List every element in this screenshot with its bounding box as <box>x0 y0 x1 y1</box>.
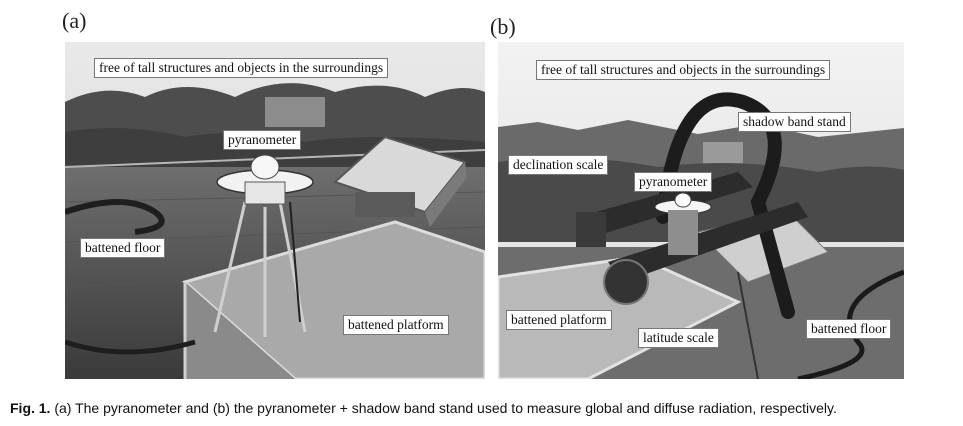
label-b-latitude-scale: latitude scale <box>638 328 719 348</box>
label-b-surroundings: free of tall structures and objects in t… <box>536 60 831 80</box>
label-b-battened-floor: battened floor <box>806 319 892 339</box>
label-b-shadow-band-stand: shadow band stand <box>738 112 851 132</box>
label-a-pyranometer: pyranometer <box>223 130 302 150</box>
panel-b-letter: (b) <box>490 14 516 39</box>
photo-panel-a: free of tall structures and objects in t… <box>65 42 485 379</box>
caption-label: Fig. 1. <box>10 400 51 416</box>
label-a-battened-floor: battened floor <box>80 238 166 258</box>
figure-caption: Fig. 1. (a) The pyranometer and (b) the … <box>10 400 960 416</box>
label-b-declination-scale: declination scale <box>508 155 609 175</box>
label-b-pyranometer: pyranometer <box>634 172 713 192</box>
photo-a-illustration <box>65 42 485 379</box>
label-a-surroundings: free of tall structures and objects in t… <box>94 58 389 78</box>
caption-text: (a) The pyranometer and (b) the pyranome… <box>54 400 837 416</box>
label-a-battened-platform: battened platform <box>343 315 449 335</box>
panel-a-letter: (a) <box>62 8 87 33</box>
label-b-battened-platform: battened platform <box>506 310 612 330</box>
photo-panel-b: free of tall structures and objects in t… <box>498 42 904 379</box>
